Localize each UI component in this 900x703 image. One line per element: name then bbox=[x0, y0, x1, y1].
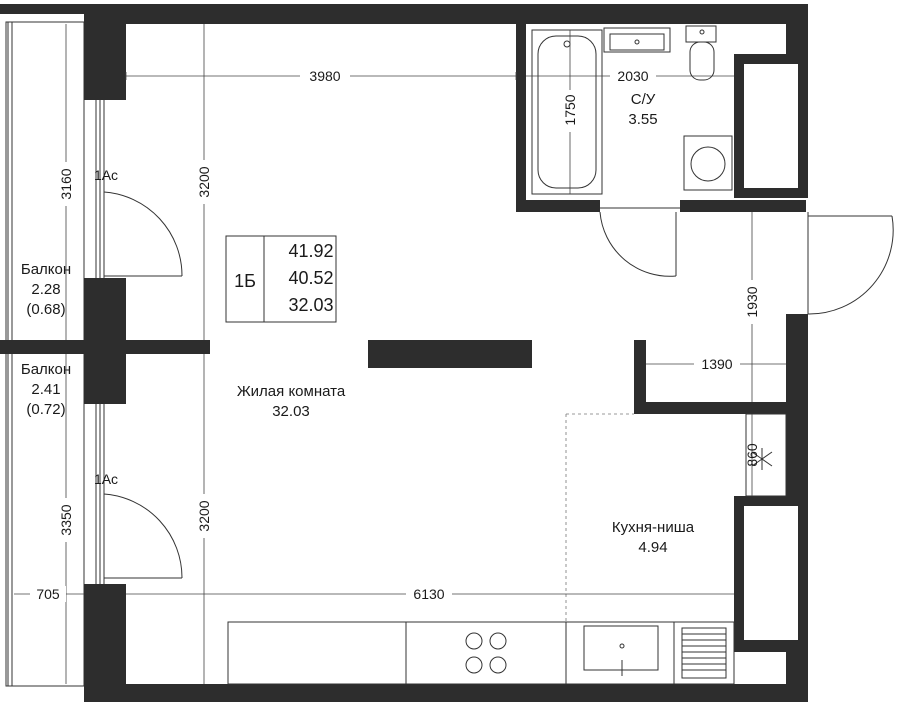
walls bbox=[0, 4, 808, 702]
dimension-labels: 3980 2030 1750 3200 3200 3160 3350 705 6… bbox=[30, 68, 760, 602]
area-living: 32.03 bbox=[288, 295, 333, 315]
dim-balcony-bottom-len: 3350 bbox=[58, 504, 74, 535]
entrance-door bbox=[807, 212, 894, 315]
balcony-top-reduced: (0.68) bbox=[26, 301, 65, 318]
kitchen-boundary bbox=[565, 413, 634, 622]
toilet bbox=[685, 25, 717, 81]
bathroom-name: С/У bbox=[631, 91, 656, 108]
window-bottom bbox=[95, 404, 105, 584]
radiator bbox=[681, 627, 727, 679]
balcony-bottom-name: Балкон bbox=[21, 361, 71, 378]
living-room-area: 32.03 bbox=[272, 403, 310, 420]
dim-bath-height: 1750 bbox=[562, 94, 578, 125]
balcony-top-area: 2.28 bbox=[31, 281, 60, 298]
kitchen-name: Кухня-ниша bbox=[612, 519, 695, 536]
living-room-name: Жилая комната bbox=[237, 383, 346, 400]
dim-bath-width: 2030 bbox=[617, 68, 648, 84]
washbasin bbox=[603, 27, 671, 53]
dim-hall-height: 1930 bbox=[744, 286, 760, 317]
dim-living-width: 3980 bbox=[309, 68, 340, 84]
cooktop bbox=[465, 632, 507, 674]
kitchen-area: 4.94 bbox=[638, 539, 667, 556]
dim-living-height-bottom: 3200 bbox=[196, 500, 212, 531]
balcony-bottom-reduced: (0.72) bbox=[26, 401, 65, 418]
kitchen-counter bbox=[227, 621, 735, 685]
vent-shaft-icon bbox=[745, 413, 787, 497]
dim-balcony-top-len: 3160 bbox=[58, 168, 74, 199]
washing-machine bbox=[683, 135, 733, 191]
dim-total-width: 6130 bbox=[413, 586, 444, 602]
balcony-door-bottom bbox=[103, 493, 183, 579]
bathtub bbox=[531, 29, 603, 195]
balcony-bottom-area: 2.41 bbox=[31, 381, 60, 398]
area-living-total: 40.52 bbox=[288, 268, 333, 288]
area-summary-box bbox=[225, 235, 337, 323]
bathroom-door bbox=[599, 207, 680, 277]
dim-living-height-top: 3200 bbox=[196, 166, 212, 197]
apartment-type: 1Б bbox=[234, 271, 256, 291]
kitchen-sink bbox=[583, 625, 659, 676]
dim-balcony-depth: 705 bbox=[36, 586, 60, 602]
dim-hall-width: 1390 bbox=[701, 356, 732, 372]
balcony-door-top bbox=[103, 191, 183, 277]
dim-kitchen-niche: 860 bbox=[744, 443, 760, 467]
window-top bbox=[95, 100, 105, 278]
door-label-top: 1Ас bbox=[94, 167, 118, 183]
area-total: 41.92 bbox=[288, 241, 333, 261]
balcony-top-name: Балкон bbox=[21, 261, 71, 278]
door-label-bottom: 1Ас bbox=[94, 471, 118, 487]
bathroom-area: 3.55 bbox=[628, 111, 657, 128]
